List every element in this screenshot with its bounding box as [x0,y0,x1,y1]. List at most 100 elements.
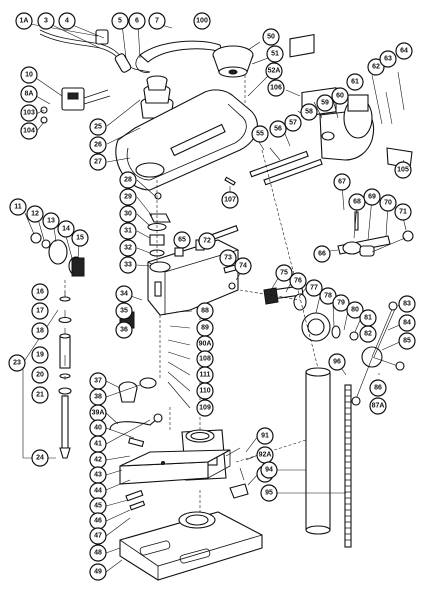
svg-text:6: 6 [135,18,139,25]
svg-text:86: 86 [374,385,382,392]
svg-text:108: 108 [199,356,211,363]
callout-26: 26 [89,136,107,154]
svg-text:73: 73 [224,255,232,262]
callout-18: 18 [31,322,49,340]
callout-92A: 92A [256,446,274,464]
callout-10: 10 [20,66,38,84]
callout-29: 29 [119,188,137,206]
svg-text:26: 26 [94,142,102,149]
callout-95: 95 [260,484,278,502]
svg-text:81: 81 [364,315,372,322]
svg-text:56: 56 [274,126,282,133]
svg-text:60: 60 [336,93,344,100]
svg-text:47: 47 [94,533,102,540]
svg-text:79: 79 [337,300,345,307]
svg-text:68: 68 [353,199,361,206]
callout-3: 3 [37,12,55,30]
svg-text:63: 63 [384,56,392,63]
svg-text:72: 72 [203,238,211,245]
callout-13: 13 [42,212,60,230]
svg-text:84: 84 [403,320,411,327]
callout-100: 100 [193,12,211,30]
svg-text:71: 71 [399,209,407,216]
callout-94-label: 94 [260,461,278,479]
svg-text:89: 89 [201,325,209,332]
svg-text:78: 78 [324,293,332,300]
locking-handle [337,211,414,257]
svg-text:4: 4 [65,18,69,25]
svg-text:70: 70 [384,200,392,207]
callout-48: 48 [89,544,107,562]
callout-51: 51 [266,45,284,63]
callout-76: 76 [289,272,307,290]
svg-text:52A: 52A [268,68,281,75]
callout-73: 73 [219,249,237,267]
callout-44: 44 [89,482,107,500]
callout-46: 46 [89,512,107,530]
callout-14: 14 [57,220,75,238]
callout-71: 71 [394,203,412,221]
callout-42: 42 [89,451,107,469]
svg-text:40: 40 [94,425,102,432]
callout-79: 79 [332,294,350,312]
callout-6: 6 [128,12,146,30]
callout-59: 59 [316,94,334,112]
svg-text:96: 96 [333,359,341,366]
svg-text:45: 45 [94,503,102,510]
callout-107: 107 [221,191,239,209]
svg-text:91: 91 [261,433,269,440]
callout-17: 17 [31,302,49,320]
svg-text:92A: 92A [259,452,272,459]
callout-5: 5 [111,12,129,30]
svg-text:43: 43 [94,472,102,479]
callout-31: 31 [119,222,137,240]
svg-text:18: 18 [36,328,44,335]
svg-text:49: 49 [94,569,102,576]
callout-24: 24 [31,449,49,467]
callout-56: 56 [269,120,287,138]
svg-text:109: 109 [199,405,211,412]
callout-55: 55 [251,125,269,143]
quill-assembly [30,232,85,459]
chuck-area [109,377,163,448]
callout-8A: 8A [20,85,38,103]
svg-text:55: 55 [256,131,264,138]
switch-box [40,87,111,124]
svg-text:48: 48 [94,550,102,557]
callout-23: 23 [8,354,26,372]
svg-text:37: 37 [94,378,102,385]
callout-34: 34 [115,285,133,303]
work-table [119,449,231,485]
motor [289,33,413,169]
callout-82: 82 [359,325,377,343]
cord-clamp [114,53,132,73]
callout-41: 41 [89,435,107,453]
power-cord [39,29,151,73]
callout-72: 72 [198,232,216,250]
svg-text:69: 69 [368,194,376,201]
svg-text:61: 61 [351,79,359,86]
svg-text:66: 66 [318,251,326,258]
svg-text:32: 32 [124,245,132,252]
callout-33: 33 [119,256,137,274]
callout-25: 25 [89,118,107,136]
callout-68: 68 [348,193,366,211]
svg-text:28: 28 [124,177,132,184]
callout-70: 70 [379,194,397,212]
svg-text:105: 105 [397,167,409,174]
svg-text:85: 85 [403,338,411,345]
callout-74: 74 [234,257,252,275]
callout-83: 83 [398,295,416,313]
callout-30: 30 [119,205,137,223]
callout-43: 43 [89,466,107,484]
svg-text:94: 94 [265,467,273,474]
callout-106: 106 [267,79,285,97]
feed-shaft [263,285,405,406]
svg-text:7: 7 [155,18,159,25]
motor-pulley [212,45,254,78]
svg-text:35: 35 [120,308,128,315]
callout-86: 86 [369,379,387,397]
svg-text:23: 23 [13,360,21,367]
svg-text:19: 19 [36,352,44,359]
svg-text:88: 88 [201,308,209,315]
